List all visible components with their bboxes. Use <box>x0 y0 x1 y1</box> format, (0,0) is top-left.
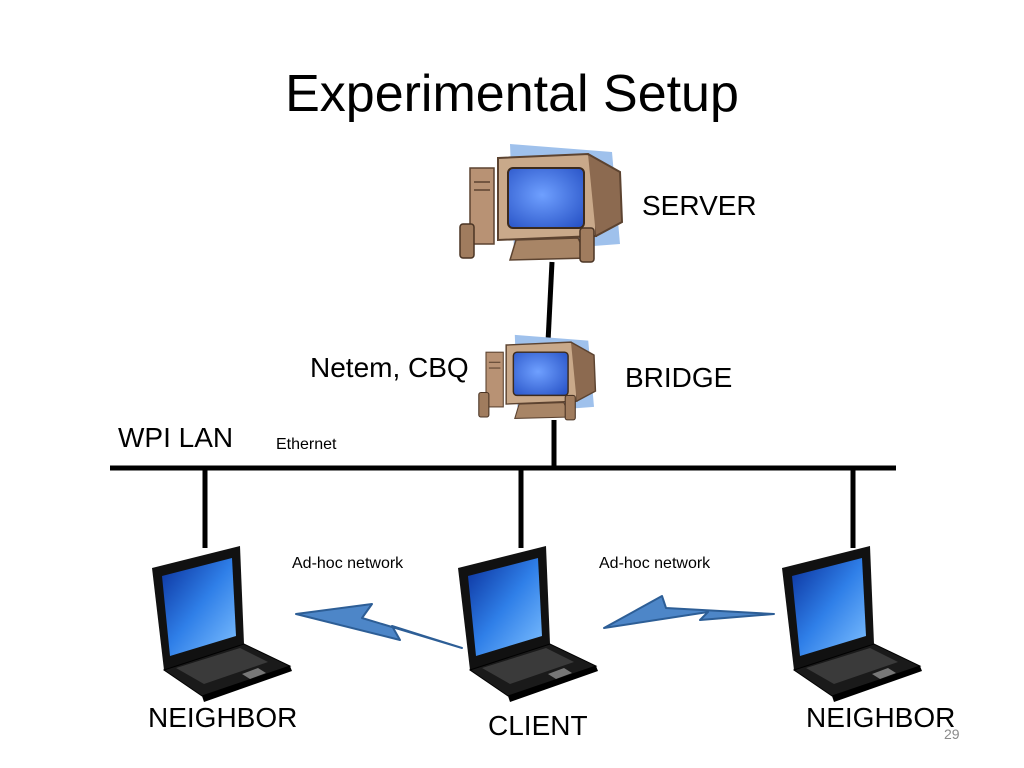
neighbor-right-laptop-icon <box>781 545 923 703</box>
lan-label: WPI LAN <box>118 422 234 453</box>
page-number: 29 <box>944 726 960 742</box>
server-computer-icon <box>459 143 623 263</box>
adhoc-left-label: Ad-hoc network <box>292 555 404 572</box>
server-bridge-link <box>545 261 555 343</box>
server-label: SERVER <box>642 190 757 221</box>
client-label: CLIENT <box>488 710 588 741</box>
adhoc-right-label: Ad-hoc network <box>599 555 711 572</box>
adhoc-right-lightning-icon <box>603 595 775 629</box>
adhoc-left-lightning-icon <box>295 603 463 649</box>
client-laptop-icon <box>457 545 599 703</box>
ethernet-label: Ethernet <box>276 436 337 453</box>
page-title: Experimental Setup <box>285 65 739 123</box>
bridge-computer-icon <box>478 334 597 421</box>
neighbor-left-label: NEIGHBOR <box>148 702 298 733</box>
bridge-label: BRIDGE <box>625 362 733 393</box>
neighbor-left-laptop-icon <box>151 545 293 703</box>
neighbor-right-label: NEIGHBOR <box>806 702 956 733</box>
bridge-note-label: Netem, CBQ <box>310 352 469 383</box>
